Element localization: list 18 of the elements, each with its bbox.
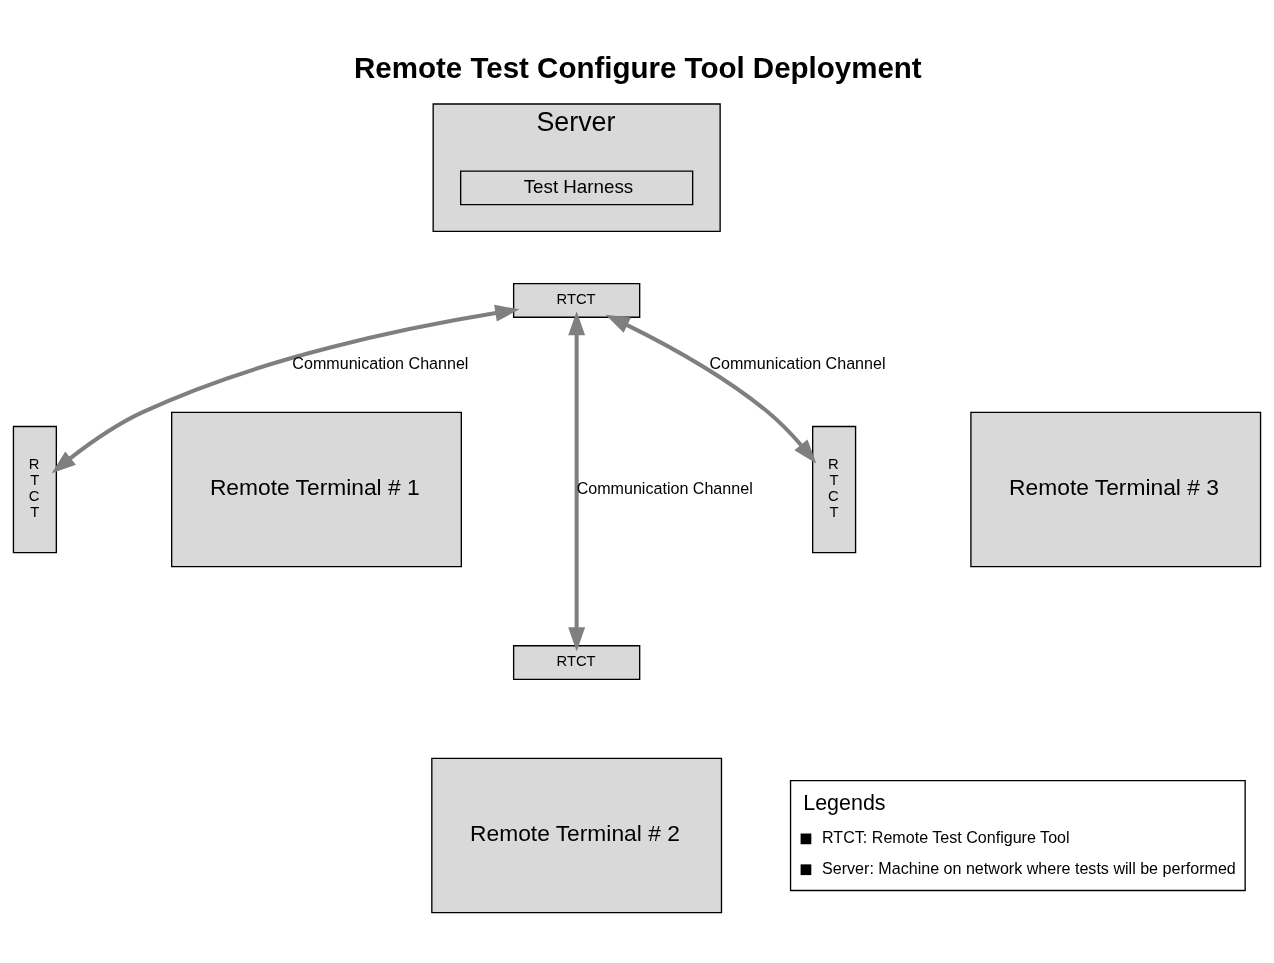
node-box: RTCT — [512, 283, 641, 318]
label: Legends — [803, 790, 886, 815]
node-box: R T C T — [12, 425, 57, 554]
legend-label: RTCT: Remote Test Configure Tool — [822, 828, 1070, 847]
edge-label: Communication Channel — [576, 478, 753, 497]
edge-label: Communication Channel — [709, 353, 886, 372]
node-box: Remote Terminal # 2 — [431, 757, 723, 914]
node-box: Remote Terminal # 3 — [970, 411, 1262, 568]
node-box: Remote Terminal # 1 — [171, 411, 462, 568]
node-box: Test Harness — [460, 170, 694, 206]
arrow — [605, 314, 817, 464]
arrow — [568, 311, 586, 652]
arrow — [51, 304, 520, 474]
node-box: RTCT — [512, 645, 641, 680]
diagram-title: Remote Test Configure Tool Deployment — [354, 50, 922, 84]
legend-label: Server: Machine on network where tests will be performed — [822, 858, 1236, 877]
node-box: R T C T — [812, 425, 857, 554]
edge-label: Communication Channel — [292, 353, 469, 372]
